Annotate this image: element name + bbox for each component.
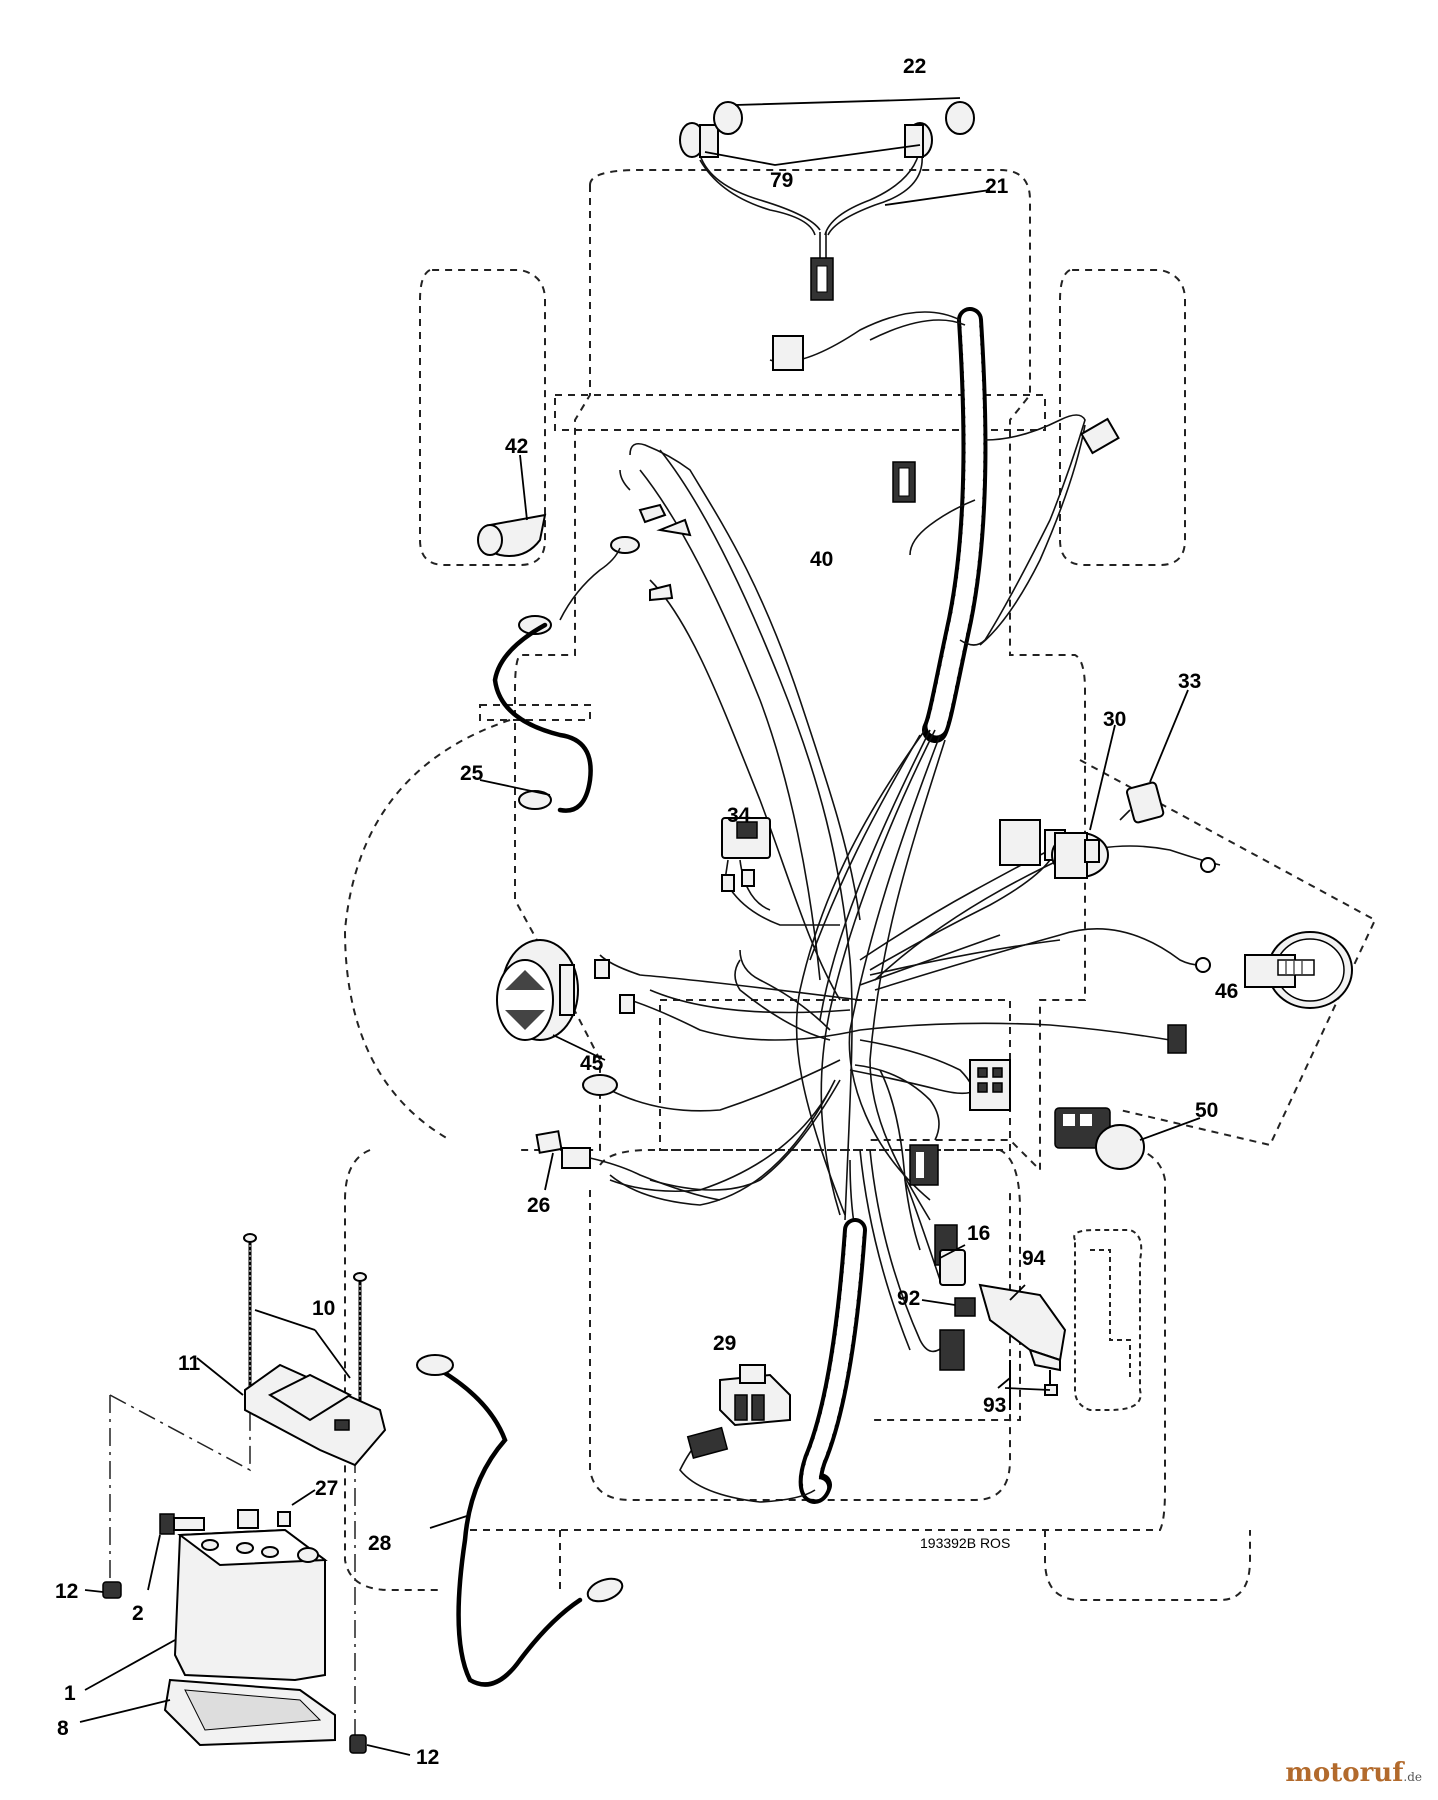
- callout-94: 94: [1022, 1247, 1046, 1270]
- callout-26: 26: [527, 1194, 550, 1217]
- battery-clip-left: [102, 1581, 122, 1599]
- terminal-cap: [477, 454, 547, 557]
- callout-46: 46: [1215, 980, 1238, 1003]
- seat-switch-assembly: [921, 1244, 1067, 1410]
- callout-21: 21: [985, 175, 1009, 198]
- rocker-switch: [721, 817, 840, 926]
- callout-50: 50: [1195, 1099, 1218, 1122]
- main-harness-conduit: [922, 307, 988, 743]
- callout-labels: 22 79 21 42 40 33 30 25 34 46 45 50 26 1…: [55, 55, 1238, 1769]
- callout-33: 33: [1178, 670, 1201, 693]
- battery-hold-down: [196, 1233, 387, 1467]
- battery: [84, 1528, 328, 1691]
- ring-terminals: [518, 503, 692, 1096]
- callout-92: 92: [897, 1287, 920, 1310]
- callout-8: 8: [57, 1717, 69, 1740]
- callout-16: 16: [967, 1222, 990, 1245]
- callout-2: 2: [132, 1602, 144, 1625]
- lower-conduit: [679, 1218, 867, 1504]
- callout-12-left: 12: [55, 1580, 78, 1603]
- callout-22: 22: [903, 55, 926, 78]
- drawing-code: 193392B ROS: [920, 1535, 1010, 1551]
- callout-40: 40: [810, 548, 833, 571]
- seat-pan: [1073, 1229, 1143, 1411]
- ignition-switch: [1051, 724, 1116, 879]
- plug-connector: [1119, 689, 1189, 824]
- hour-meter: [1244, 931, 1353, 1009]
- watermark-logo: motoruf.de: [1285, 1758, 1422, 1788]
- headlight-bulb-right: [904, 101, 975, 158]
- connector-top: [772, 335, 804, 371]
- watermark-name: motoruf: [1285, 1758, 1404, 1788]
- callout-45: 45: [580, 1052, 604, 1075]
- callout-10: 10: [312, 1297, 335, 1320]
- callout-12-right: 12: [416, 1746, 439, 1769]
- harness-connectors: [594, 417, 1216, 1371]
- callout-29: 29: [713, 1332, 736, 1355]
- headlight-bulb-left: [679, 101, 743, 158]
- ground-cable: [492, 622, 593, 813]
- harness-wires: [599, 311, 1221, 1353]
- callout-79: 79: [770, 169, 793, 192]
- battery-clip-right: [349, 1734, 367, 1754]
- pto-switch: [1054, 1107, 1201, 1170]
- callout-93: 93: [983, 1394, 1006, 1417]
- fuse-connector: [535, 1130, 721, 1201]
- callout-34: 34: [727, 804, 751, 827]
- callout-30: 30: [1103, 708, 1126, 731]
- callout-11: 11: [178, 1352, 201, 1375]
- battery-terminal-hardware: [147, 1489, 316, 1591]
- callout-42: 42: [505, 435, 528, 458]
- callout-28: 28: [368, 1532, 392, 1555]
- headlight-harness: [699, 147, 923, 301]
- callout-27: 27: [315, 1477, 338, 1500]
- battery-tray: [79, 1678, 336, 1747]
- watermark-tld: .de: [1403, 1770, 1422, 1784]
- ammeter-gauge: [496, 939, 606, 1061]
- battery-cable: [437, 1367, 583, 1687]
- callout-1: 1: [64, 1682, 76, 1705]
- clutch-switch: [686, 1364, 791, 1459]
- callout-25: 25: [460, 762, 484, 785]
